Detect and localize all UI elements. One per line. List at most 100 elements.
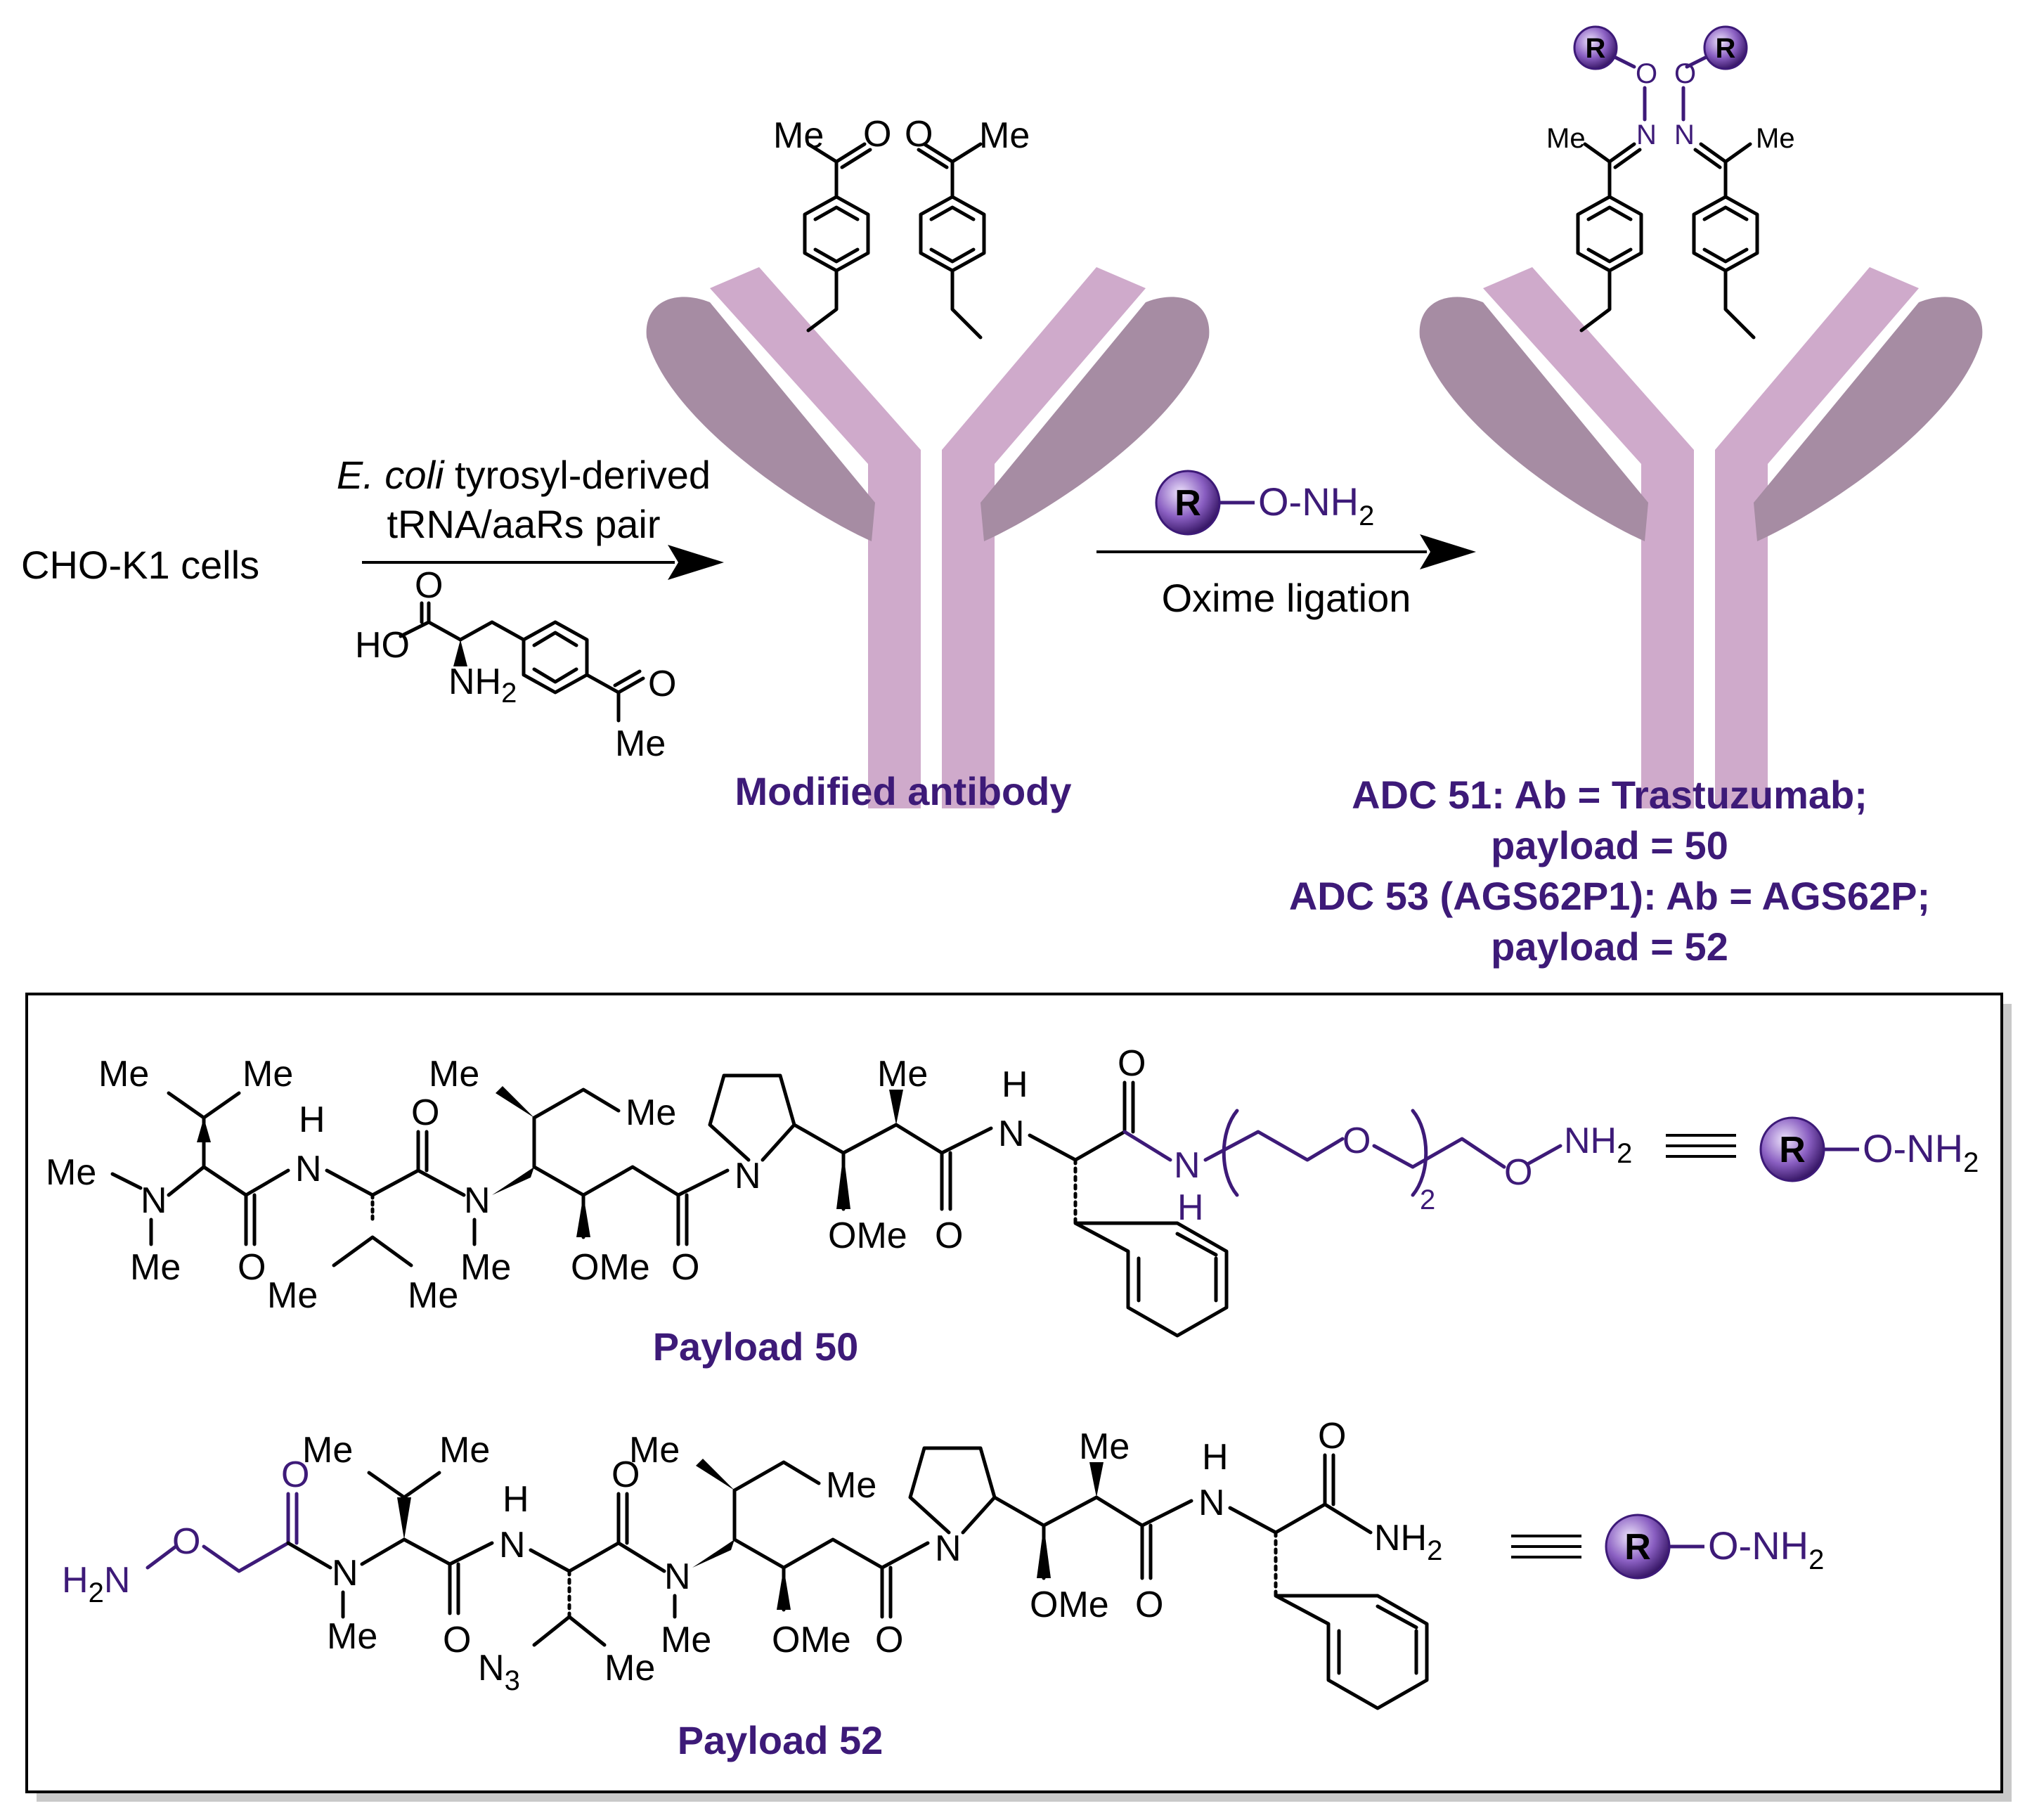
svg-text:H: H (1202, 1437, 1229, 1478)
arrow2 (1096, 534, 1476, 569)
svg-text:O: O (172, 1521, 200, 1562)
svg-text:Me: Me (439, 1430, 490, 1471)
svg-text:O: O (611, 1454, 640, 1495)
svg-text:O: O (443, 1620, 471, 1660)
svg-text:Me: Me (979, 115, 1030, 156)
svg-text:O: O (671, 1247, 699, 1288)
svg-text:Me: Me (327, 1616, 377, 1657)
svg-text:N: N (332, 1553, 358, 1594)
svg-text:OMe: OMe (1030, 1585, 1109, 1625)
svg-text:NH2: NH2 (448, 661, 517, 709)
antibody1-handles: Me O O Me (773, 114, 1030, 340)
svg-text:N3: N3 (478, 1648, 520, 1696)
svg-text:O: O (1504, 1152, 1532, 1193)
svg-text:N: N (499, 1525, 526, 1566)
svg-text:Me: Me (1546, 123, 1586, 154)
svg-text:tRNA/aaRs pair: tRNA/aaRs pair (387, 502, 660, 546)
svg-text:O: O (1636, 58, 1657, 89)
svg-text:Me: Me (615, 723, 666, 764)
svg-text:N: N (1198, 1483, 1225, 1523)
antibody2-handles: Me N O R Me N O R (1546, 25, 1795, 340)
svg-text:Me: Me (429, 1054, 479, 1095)
svg-text:O: O (1135, 1585, 1163, 1625)
svg-text:Me: Me (877, 1054, 928, 1095)
adc-captions: ADC 51: Ab = Trastuzumab; payload = 50 A… (1289, 773, 1930, 969)
amino-acid-structure: HO O NH2 O Me (355, 565, 676, 764)
svg-text:H2N: H2N (62, 1560, 130, 1608)
svg-text:ADC 51: Ab = Trastuzumab;: ADC 51: Ab = Trastuzumab; (1352, 773, 1868, 817)
svg-text:Me: Me (267, 1275, 318, 1316)
payload52-structure: H2N O O N Me Me Me O H N N3 Me O N Me Me (62, 1416, 1442, 1762)
svg-text:Me: Me (626, 1092, 676, 1133)
svg-text:O: O (238, 1247, 266, 1288)
svg-text:R: R (1716, 33, 1736, 64)
arrow1 (362, 545, 724, 580)
payload50-equivalence: R O-NH2 (1666, 1116, 1979, 1182)
svg-text:N: N (1674, 120, 1695, 150)
svg-text:O: O (863, 114, 891, 155)
svg-text:OMe: OMe (571, 1247, 650, 1288)
svg-text:O: O (281, 1454, 309, 1495)
svg-text:N: N (664, 1556, 691, 1597)
svg-text:R: R (1586, 33, 1606, 64)
svg-text:R: R (1779, 1130, 1806, 1170)
svg-text:O: O (935, 1215, 963, 1256)
svg-text:Me: Me (46, 1152, 96, 1193)
svg-text:Me: Me (460, 1247, 511, 1288)
svg-text:Me: Me (826, 1465, 876, 1506)
arrow2-label: Oxime ligation (1162, 576, 1411, 620)
svg-text:O: O (415, 565, 443, 606)
svg-text:Me: Me (302, 1430, 353, 1471)
svg-text:O: O (875, 1620, 903, 1660)
svg-text:O: O (1342, 1121, 1371, 1161)
payload-box (25, 993, 2003, 1793)
svg-text:N: N (935, 1528, 962, 1569)
payload52-title: Payload 52 (678, 1718, 884, 1762)
reagent-bead: R O-NH2 (1155, 470, 1374, 536)
svg-text:payload = 52: payload = 52 (1491, 924, 1728, 969)
svg-text:HO: HO (355, 625, 410, 666)
payload52-equivalence: R O-NH2 (1511, 1514, 1824, 1580)
payload50-title: Payload 50 (653, 1324, 859, 1369)
svg-text:R: R (1174, 483, 1201, 524)
svg-text:Me: Me (629, 1430, 680, 1471)
svg-text:O-NH2: O-NH2 (1863, 1126, 1979, 1178)
svg-text:Me: Me (1756, 123, 1795, 154)
payload50-structure: Me Me Me N Me O H N O Me Me N Me Me Me (46, 1043, 1632, 1369)
svg-text:N: N (1636, 120, 1657, 150)
svg-text:OMe: OMe (772, 1620, 851, 1660)
svg-text:R: R (1624, 1527, 1651, 1568)
antibody-conjugated (1419, 267, 1983, 808)
svg-text:E. coli tyrosyl-derived: E. coli tyrosyl-derived (337, 453, 711, 497)
svg-text:H: H (299, 1099, 325, 1140)
svg-text:N: N (464, 1180, 491, 1221)
svg-text:O: O (905, 114, 933, 155)
svg-text:NH2: NH2 (1564, 1121, 1632, 1169)
svg-text:Me: Me (130, 1247, 181, 1288)
svg-text:Me: Me (661, 1620, 711, 1660)
svg-text:O: O (411, 1092, 439, 1133)
svg-text:ADC 53 (AGS62P1): Ab = AGS62P;: ADC 53 (AGS62P1): Ab = AGS62P; (1289, 874, 1930, 918)
svg-text:2: 2 (1420, 1185, 1435, 1215)
start-label: CHO-K1 cells (21, 543, 259, 587)
svg-text:H: H (1177, 1187, 1204, 1228)
svg-text:Me: Me (242, 1054, 293, 1095)
svg-text:N: N (1174, 1145, 1201, 1186)
svg-text:N: N (295, 1149, 322, 1189)
svg-text:N: N (735, 1156, 761, 1196)
svg-text:payload = 50: payload = 50 (1491, 823, 1728, 867)
svg-text:H: H (1002, 1064, 1028, 1105)
svg-text:Me: Me (408, 1275, 458, 1316)
svg-text:O-NH2: O-NH2 (1258, 479, 1374, 531)
svg-text:Me: Me (604, 1648, 655, 1689)
svg-text:O: O (1118, 1043, 1146, 1084)
svg-text:O-NH2: O-NH2 (1708, 1523, 1824, 1575)
svg-text:O: O (1318, 1416, 1346, 1457)
svg-text:N: N (998, 1114, 1025, 1154)
svg-text:Me: Me (98, 1054, 149, 1095)
svg-text:Me: Me (1079, 1426, 1130, 1467)
svg-text:N: N (141, 1180, 167, 1221)
svg-text:NH2: NH2 (1374, 1518, 1442, 1566)
antibody-modified (646, 267, 1210, 808)
